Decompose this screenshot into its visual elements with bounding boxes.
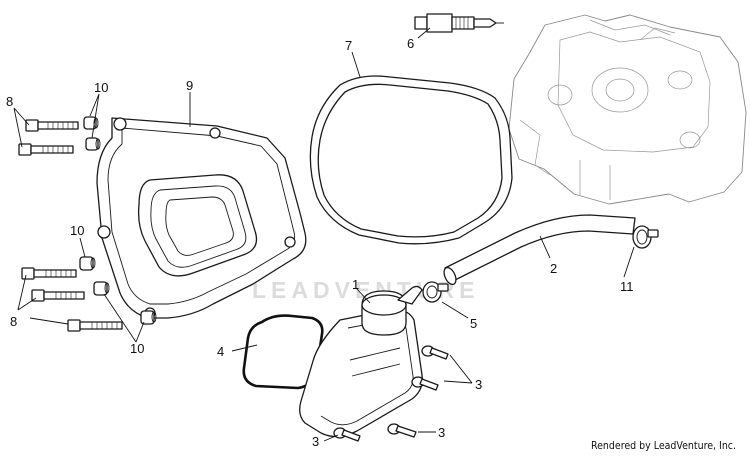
- screw: [421, 345, 449, 360]
- spacer: [79, 256, 96, 271]
- callout-10: 10: [130, 341, 144, 356]
- cylinder-head: [508, 14, 747, 205]
- callout-10: 10: [70, 223, 84, 238]
- callout-10: 10: [94, 80, 108, 95]
- bolt: [21, 267, 77, 280]
- callout-6: 6: [407, 36, 414, 51]
- bolt: [31, 289, 85, 302]
- callout-5: 5: [470, 316, 477, 331]
- bolt: [67, 319, 123, 332]
- screw: [387, 423, 417, 438]
- leader-lines: [13, 27, 635, 442]
- spacer: [93, 281, 110, 296]
- spacer: [83, 116, 99, 130]
- bolts-upper: [18, 116, 101, 156]
- bolt: [25, 119, 79, 132]
- callout-8: 8: [6, 94, 13, 109]
- render-credit: Rendered by LeadVenture, Inc.: [591, 440, 736, 452]
- callout-9: 9: [186, 78, 193, 93]
- spacer: [85, 137, 101, 151]
- head-gasket: [309, 75, 513, 245]
- callout-4: 4: [217, 344, 224, 359]
- callout-3: 3: [438, 425, 445, 440]
- callouts: 8 10 9 7 6 10 8 10 1 2 11 5 4 3 3 3: [6, 36, 634, 449]
- callout-8: 8: [10, 314, 17, 329]
- screw: [411, 376, 439, 391]
- hose-clamp-5: [422, 281, 449, 303]
- callout-3: 3: [312, 434, 319, 449]
- callout-3: 3: [475, 377, 482, 392]
- spacer: [140, 310, 157, 325]
- breather-housing: [299, 285, 423, 438]
- callout-7: 7: [345, 38, 352, 53]
- callout-2: 2: [550, 261, 557, 276]
- bolts-lower: [21, 256, 157, 332]
- hose-clamp-11: [632, 225, 659, 249]
- valve-cover: [96, 117, 307, 319]
- callout-1: 1: [352, 277, 359, 292]
- spark-plug: [414, 13, 504, 33]
- bolt: [18, 143, 74, 156]
- callout-11: 11: [620, 279, 634, 294]
